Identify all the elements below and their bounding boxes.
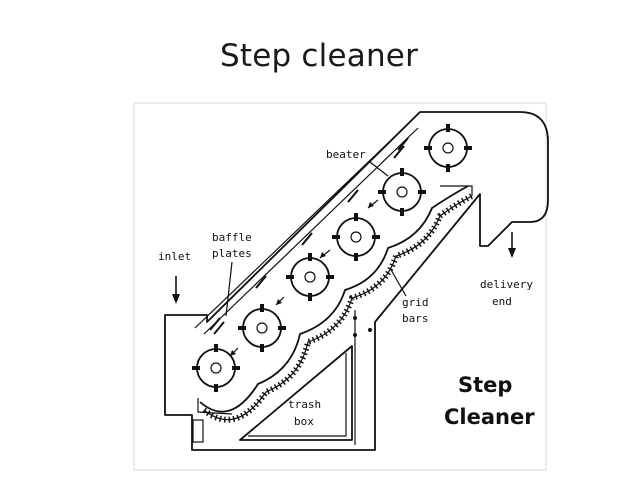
label-inlet: inlet: [158, 250, 191, 263]
beater-leader-line: [369, 161, 389, 177]
label-box: box: [294, 415, 314, 428]
slide-title: Step cleaner: [219, 38, 419, 74]
label-delivery: delivery: [480, 278, 533, 291]
beater-5: [378, 168, 426, 216]
label-baffle-line2: plates: [212, 247, 252, 260]
beater-6: [424, 124, 472, 172]
flow-arrows: [229, 199, 379, 357]
caption-cleaner: Cleaner: [444, 405, 535, 429]
machine-housing: [164, 111, 549, 451]
caption-step: Step: [458, 373, 512, 397]
baffle-leader-line: [225, 261, 233, 317]
grid-bars: [197, 185, 474, 423]
baffle-plates: [209, 137, 409, 335]
scan-frame: [133, 102, 547, 471]
beater-2: [238, 304, 286, 352]
beater-1: [192, 344, 240, 392]
grid-leader-line: [389, 267, 407, 297]
inlet-arrow-icon: [172, 276, 180, 304]
label-grid: grid: [402, 296, 429, 309]
label-baffle: baffle: [212, 231, 252, 244]
beater-4: [332, 213, 380, 261]
label-end: end: [492, 295, 512, 308]
trash-box: [192, 310, 372, 445]
beater-3: [286, 253, 334, 301]
label-trash: trash: [288, 398, 321, 411]
label-bars: bars: [402, 312, 429, 325]
delivery-arrow-icon: [508, 232, 516, 258]
label-beater: beater: [326, 148, 366, 161]
